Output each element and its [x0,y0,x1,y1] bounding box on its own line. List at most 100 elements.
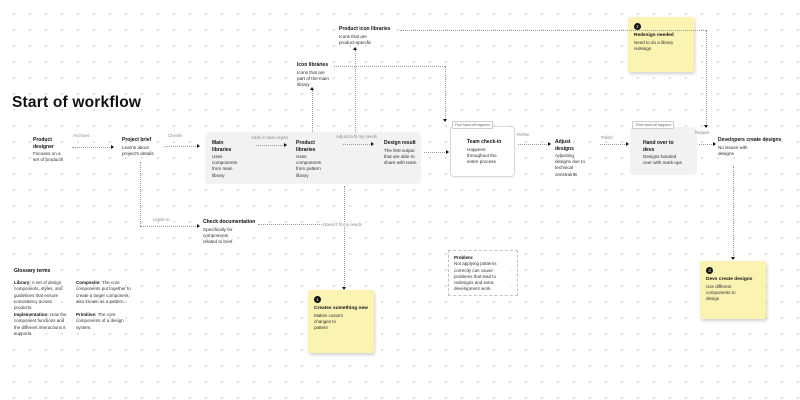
badge-3-icon: 3 [706,267,713,274]
node-desc: The first output that are able to share … [384,147,417,165]
node-title: Design result [384,140,416,146]
node-icon-libraries[interactable]: Icon libraries Icons that are part of th… [297,62,333,88]
sticky-title: Redesign needed [634,33,674,38]
connector-product-result [343,144,372,145]
arrowhead [446,150,449,154]
problem-title: Problem: [454,255,474,260]
sticky-title: Devs create designs [706,277,753,282]
glossary-def: How the component functions and the diff… [14,312,67,336]
arrowhead [197,144,200,148]
glossary-entry-composite: Composite: The core components put toget… [76,280,133,305]
node-team-checkin[interactable]: Team check-in Happens throughout the ent… [467,139,505,165]
arrowhead [731,257,735,260]
glossary-entry-primitive: Primitive: The core components of a desi… [76,312,133,331]
node-desc: Icons that are product-specific [339,33,372,45]
connector-adjust-handover [600,144,627,145]
glossary-term: Library: [14,280,31,285]
sticky-devs-create-designs[interactable]: 3 Devs create designs Use different comp… [700,261,766,319]
node-desc: Designs handed over with mark-ups [643,154,682,166]
node-check-documentation[interactable]: Check documentation Specifically for com… [203,219,255,245]
connector-checkdoc-right [258,224,344,225]
node-title: Main libraries [212,140,232,153]
node-desc: Uses components from main library [212,154,238,178]
node-desc: Icons that are part of the main library [297,69,329,87]
node-title: Product designer [33,137,54,150]
edge-label-polish: Polish [601,135,613,140]
tag-first-handoff: First hand-off happens [452,121,493,129]
box-team-checkin[interactable] [450,126,515,177]
node-desc: Learns about project's details [122,144,154,156]
sticky-desc: Makes custom changes to pattern [314,313,344,331]
node-title: Check documentation [203,219,256,225]
connector-down-checkin [445,66,446,120]
node-product-libraries[interactable]: Product libraries Uses components from p… [296,140,328,179]
connector-doesnt-fit-down [344,186,345,288]
sticky-desc: Use different components to design [706,284,736,302]
connector-result-checkin [424,152,447,153]
node-main-libraries[interactable]: Main libraries Uses components from main… [212,140,242,179]
page-title[interactable]: Start of workflow [12,94,142,111]
connector-producticons-right [400,30,706,31]
glossary-def: The core components put together to crea… [76,280,131,304]
arrowhead [284,143,287,147]
node-developers[interactable]: Developers create designs No issues with… [718,137,788,157]
arrowhead [197,224,200,228]
glossary-heading: Glossary terms [14,268,51,274]
node-desc: Adjusting designs due to technical const… [555,153,585,177]
node-design-result[interactable]: Design result The first output that are … [384,140,420,166]
arrowhead [443,119,447,122]
arrowhead [310,87,314,90]
libraries-panel[interactable] [205,132,421,184]
arrowhead [342,287,346,290]
connector-developers-sticky [733,166,734,258]
glossary-def: A set of design components, styles, and … [14,280,63,311]
arrowhead [548,142,551,146]
edge-label-leads-to: Leads to [153,217,170,222]
node-product-designer[interactable]: Product designer Focuses on a set of pro… [33,137,67,163]
connector-panel-iconlibs [312,90,313,132]
connector-brief-main [165,146,198,147]
node-title: Product libraries [296,140,316,153]
node-desc: No issues with designs [718,144,748,156]
sticky-title: Creates something new [314,306,368,311]
node-hand-over[interactable]: Hand over to devs Designs handed over wi… [643,140,685,166]
connector-iconlibs-right [334,66,445,67]
arrowhead [626,142,629,146]
sticky-creates-something-new[interactable]: 1 Creates something new Makes custom cha… [308,290,374,353]
badge-1-icon: 1 [314,296,321,303]
edge-label-archives: Archives [73,133,90,138]
glossary-entry-implementation: Implementation: How the component functi… [14,312,71,337]
connector-designer-brief [72,147,112,148]
node-title: Team check-in [467,139,502,145]
tag-third-handoff: Third hand-off happens [632,121,675,129]
sticky-redesign-needed[interactable]: 2 Redesign needed Need to do a library r… [628,17,694,72]
arrowhead [353,47,357,50]
node-product-icon-libraries[interactable]: Product icon libraries Icons that are pr… [339,26,397,46]
edge-label-repeat: Repeat [695,130,709,135]
node-desc: Focuses on a set of products [33,151,64,163]
connector-panel-producticons [355,50,356,132]
edge-label-doesnt-fit: Doesn't fit my needs [322,222,363,227]
node-desc: Happens throughout the entire process [467,146,497,164]
glossary-term: Implementation: [14,312,49,317]
glossary-entry-library: Library: A set of design components, sty… [14,280,71,311]
edge-label-adjust-to-fit: Adjust to fit my needs [336,134,378,139]
node-adjust-designs[interactable]: Adjust designs Adjusting designs due to … [555,139,587,178]
node-desc: Specifically for components related to b… [203,226,233,244]
sticky-desc: Need to do a library redesign [634,40,674,52]
connector-main-product [256,145,285,146]
connector-down-developers [706,30,707,126]
arrowhead [713,142,716,146]
box-hand-over[interactable] [630,127,697,175]
connector-checkin-adjust [518,144,549,145]
node-title: Hand over to devs [643,140,674,153]
arrowhead [371,142,374,146]
problem-note[interactable]: Problem: Not applying patterns correctly… [448,250,518,296]
edge-label-refine: Refine [517,132,530,137]
node-title: Product icon libraries [339,26,391,32]
arrowhead [111,145,114,149]
node-title: Developers create designs [718,137,782,143]
node-desc: Uses components from pattern library [296,154,322,178]
node-project-brief[interactable]: Project brief Learns about project's det… [122,137,154,157]
